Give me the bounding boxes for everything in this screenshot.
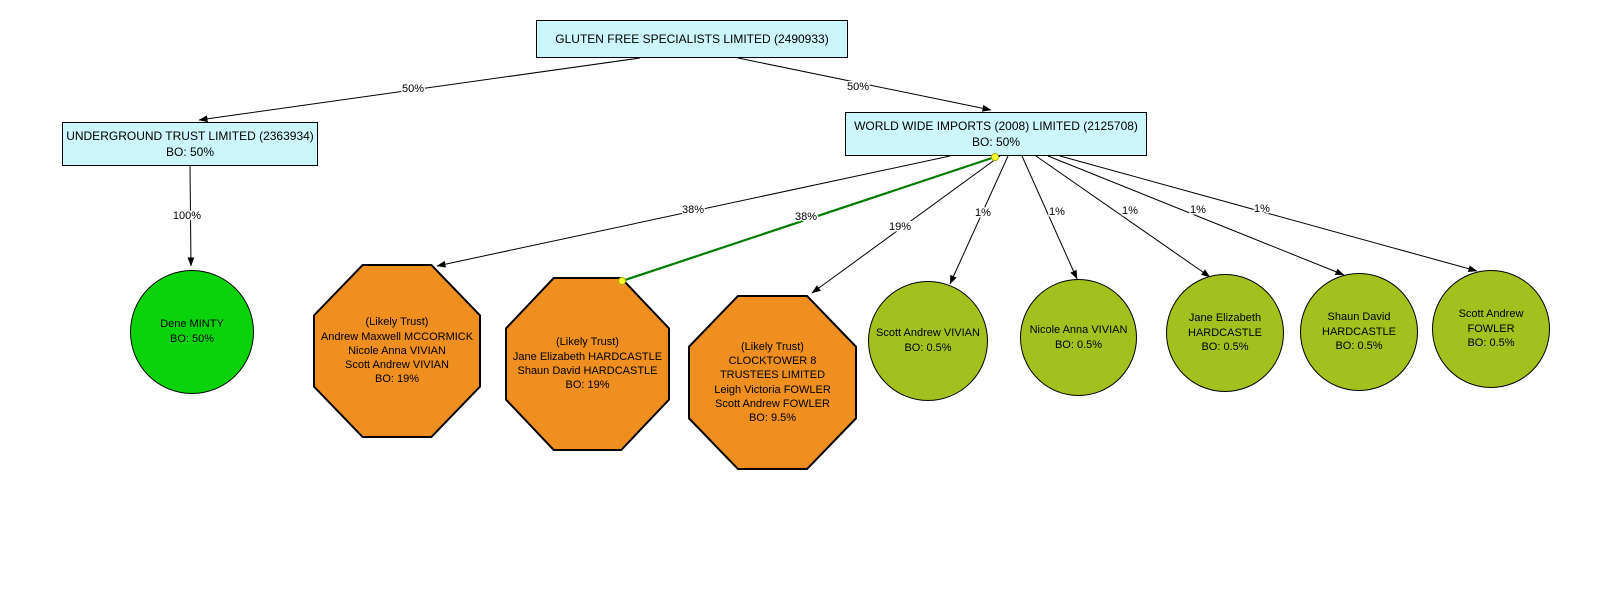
person-name: Shaun David bbox=[1327, 310, 1391, 323]
person-name: Nicole Anna VIVIAN bbox=[348, 344, 446, 357]
company-name: CLOCKTOWER 8 bbox=[728, 354, 817, 367]
person-name: Jane Elizabeth HARDCASTLE bbox=[512, 350, 663, 363]
edge-label-1-scott-fowler: 1% bbox=[1254, 203, 1270, 215]
beneficial-ownership: BO: 0.5% bbox=[1467, 337, 1515, 350]
company-name: TRUSTEES LIMITED bbox=[719, 369, 826, 382]
node-trust-hardcastle[interactable]: (Likely Trust) Jane Elizabeth HARDCASTLE… bbox=[505, 277, 670, 451]
node-shaun-david-hardcastle[interactable]: Shaun David HARDCASTLE BO: 0.5% bbox=[1300, 273, 1418, 391]
person-name: Andrew Maxwell MCCORMICK bbox=[320, 330, 474, 343]
person-name: Leigh Victoria FOWLER bbox=[714, 383, 831, 396]
person-name: Shaun David HARDCASTLE bbox=[517, 365, 658, 377]
edge-wwi-to-scott-vivian[interactable] bbox=[949, 155, 1009, 285]
node-trust-mccormick-vivian[interactable]: (Likely Trust) Andrew Maxwell MCCORMICK … bbox=[313, 264, 481, 438]
edge-gluten-to-underground[interactable] bbox=[198, 57, 641, 123]
beneficial-ownership: BO: 50% bbox=[169, 333, 215, 345]
beneficial-ownership: BO: 50% bbox=[971, 135, 1021, 149]
person-name: Scott Andrew VIVIAN bbox=[876, 327, 980, 340]
edge-wwi-to-scott-fowler[interactable] bbox=[1059, 155, 1478, 273]
edge-label-50-right: 50% bbox=[847, 81, 869, 93]
person-name: Jane Elizabeth bbox=[1188, 311, 1262, 324]
edge-wwi-to-trust-hardcastle-selected[interactable] bbox=[621, 155, 996, 283]
edge-label-38-hardcastle: 38% bbox=[795, 211, 817, 223]
edge-label-1-jane-hardcastle: 1% bbox=[1122, 205, 1138, 217]
trust-type-label: (Likely Trust) bbox=[741, 340, 804, 353]
beneficial-ownership: BO: 0.5% bbox=[904, 342, 952, 354]
person-name: Dene MINTY bbox=[160, 318, 224, 331]
person-name: Scott Andrew VIVIAN bbox=[345, 359, 449, 372]
edge-label-100: 100% bbox=[173, 210, 201, 222]
node-scott-andrew-vivian[interactable]: Scott Andrew VIVIAN BO: 0.5% bbox=[868, 281, 988, 401]
node-nicole-anna-vivian[interactable]: Nicole Anna VIVIAN BO: 0.5% bbox=[1020, 279, 1137, 396]
company-name: GLUTEN FREE SPECIALISTS LIMITED (2490933… bbox=[555, 31, 829, 46]
beneficial-ownership: BO: 9.5% bbox=[748, 412, 797, 425]
trust-type-label: (Likely Trust) bbox=[556, 336, 619, 349]
person-name: Scott Andrew bbox=[1458, 307, 1524, 320]
edge-target-handle[interactable] bbox=[618, 277, 626, 285]
beneficial-ownership: BO: 19% bbox=[374, 373, 420, 386]
person-name: Nicole Anna VIVIAN bbox=[1029, 323, 1128, 336]
edge-wwi-to-shaun-hardcastle[interactable] bbox=[1047, 155, 1345, 276]
node-dene-minty[interactable]: Dene MINTY BO: 50% bbox=[130, 270, 254, 394]
edge-source-handle[interactable] bbox=[991, 153, 999, 161]
edge-wwi-to-trust-clocktower[interactable] bbox=[811, 155, 1001, 294]
person-name: FOWLER bbox=[1467, 322, 1515, 335]
beneficial-ownership: BO: 0.5% bbox=[1201, 341, 1249, 354]
node-gluten-free-specialists[interactable]: GLUTEN FREE SPECIALISTS LIMITED (2490933… bbox=[536, 20, 848, 58]
person-name: Scott Andrew FOWLER bbox=[715, 397, 830, 410]
person-name: HARDCASTLE bbox=[1322, 325, 1396, 338]
edge-label-19: 19% bbox=[889, 221, 911, 233]
beneficial-ownership: BO: 0.5% bbox=[1054, 338, 1103, 351]
beneficial-ownership: BO: 50% bbox=[165, 145, 215, 159]
beneficial-ownership: BO: 19% bbox=[565, 379, 610, 392]
edge-label-1-nicole-vivian: 1% bbox=[1049, 206, 1065, 218]
node-underground-trust[interactable]: UNDERGROUND TRUST LIMITED (2363934) BO: … bbox=[62, 122, 318, 166]
trust-type-label: (Likely Trust) bbox=[365, 316, 429, 329]
edge-wwi-to-jane-hardcastle[interactable] bbox=[1035, 155, 1211, 278]
edge-label-50-left: 50% bbox=[402, 83, 424, 95]
edge-wwi-to-nicole-vivian[interactable] bbox=[1021, 155, 1078, 280]
person-name: HARDCASTLE bbox=[1188, 326, 1262, 339]
edge-label-1-scott-vivian: 1% bbox=[975, 207, 991, 219]
beneficial-ownership: BO: 0.5% bbox=[1335, 340, 1383, 353]
company-name: WORLD WIDE IMPORTS (2008) LIMITED (21257… bbox=[854, 118, 1138, 133]
node-trust-clocktower[interactable]: (Likely Trust) CLOCKTOWER 8 TRUSTEES LIM… bbox=[688, 295, 857, 470]
edge-label-38-mccormick: 38% bbox=[682, 204, 704, 216]
edge-wwi-to-trust-mccormick[interactable] bbox=[436, 155, 951, 268]
node-scott-andrew-fowler[interactable]: Scott Andrew FOWLER BO: 0.5% bbox=[1432, 270, 1550, 388]
edge-underground-to-minty[interactable] bbox=[187, 165, 195, 267]
node-jane-elizabeth-hardcastle[interactable]: Jane Elizabeth HARDCASTLE BO: 0.5% bbox=[1166, 274, 1284, 392]
edge-gluten-to-wwi[interactable] bbox=[737, 57, 992, 112]
edge-label-1-shaun-hardcastle: 1% bbox=[1190, 204, 1206, 216]
company-name: UNDERGROUND TRUST LIMITED (2363934) bbox=[66, 128, 314, 143]
node-world-wide-imports[interactable]: WORLD WIDE IMPORTS (2008) LIMITED (21257… bbox=[845, 112, 1147, 156]
